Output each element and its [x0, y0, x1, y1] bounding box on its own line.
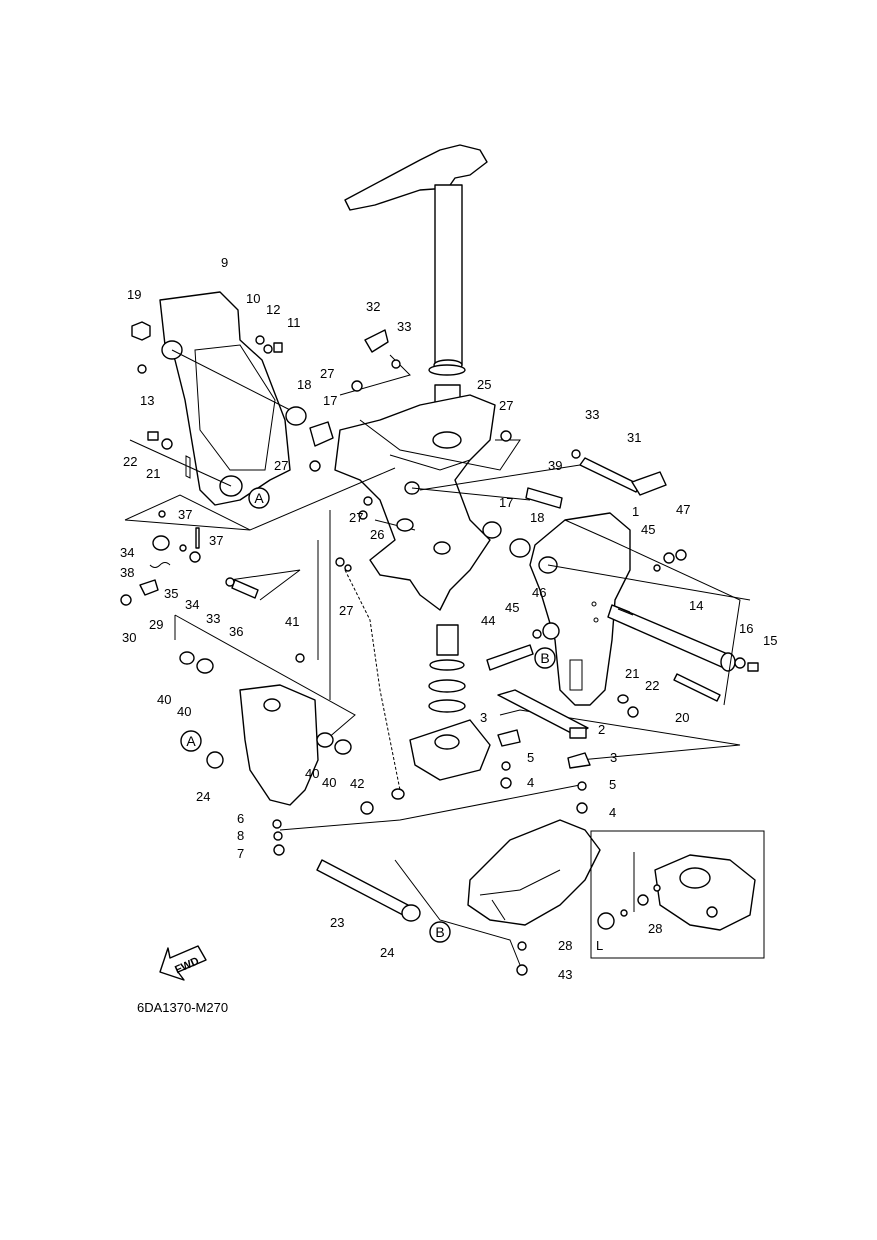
callout-4-2: 4	[609, 805, 616, 820]
callout-10: 10	[246, 291, 260, 306]
thrust-rod-part	[316, 859, 409, 916]
callout-1: 1	[632, 504, 639, 519]
callout-6: 6	[237, 811, 244, 826]
callout-46: 46	[532, 585, 546, 600]
tilt-stop-lever-part	[525, 457, 667, 509]
document-code: 6DA1370-M270	[137, 1000, 228, 1015]
callout-45: 45	[641, 522, 655, 537]
callout-40-4: 40	[322, 775, 336, 790]
callout-27-4: 27	[349, 510, 363, 525]
callout-33-2: 33	[585, 407, 599, 422]
lower-bushings-part	[409, 624, 491, 781]
trim-tilt-arm-part	[239, 684, 319, 806]
clamp-bracket-right-part	[529, 512, 631, 706]
callout-15: 15	[763, 633, 777, 648]
callout-20: 20	[675, 710, 689, 725]
callout-35: 35	[164, 586, 178, 601]
ref-marker-b-2: B	[429, 921, 451, 943]
callout-22-2: 22	[645, 678, 659, 693]
alignment-lines	[124, 349, 751, 966]
callout-18: 18	[297, 377, 311, 392]
detail-inset	[590, 830, 765, 959]
svg-text:A: A	[186, 733, 196, 749]
callout-47: 47	[676, 502, 690, 517]
callout-27: 27	[320, 366, 334, 381]
callout-41: 41	[285, 614, 299, 629]
callout-18-2: 18	[530, 510, 544, 525]
callout-13: 13	[140, 393, 154, 408]
callout-24-2: 24	[380, 945, 394, 960]
callout-21-2: 21	[625, 666, 639, 681]
callout-33-3: 33	[206, 611, 220, 626]
callout-43: 43	[558, 967, 572, 982]
callout-19: 19	[127, 287, 141, 302]
callout-17-2: 17	[499, 495, 513, 510]
clamp-bracket-left-part	[159, 291, 291, 506]
ref-marker-b-1: B	[534, 647, 556, 669]
callout-29: 29	[149, 617, 163, 632]
callout-11: 11	[287, 315, 301, 330]
callout-27-3: 27	[499, 398, 513, 413]
callout-24: 24	[196, 789, 210, 804]
callout-30: 30	[122, 630, 136, 645]
callout-33: 33	[397, 319, 411, 334]
callout-32: 32	[366, 299, 380, 314]
callout-14: 14	[689, 598, 703, 613]
ref-marker-a-2: A	[180, 730, 202, 752]
callout-2: 2	[598, 722, 605, 737]
callout-17: 17	[323, 393, 337, 408]
swivel-bracket-part	[334, 364, 496, 611]
tilt-pin-part	[607, 604, 736, 672]
ref-marker-a-1: A	[248, 487, 270, 509]
callout-4: 4	[527, 775, 534, 790]
fwd-arrow-icon	[159, 945, 207, 981]
callout-12: 12	[266, 302, 280, 317]
callout-40-2: 40	[177, 704, 191, 719]
hardware-parts	[120, 321, 759, 976]
callout-9: 9	[221, 255, 228, 270]
callout-28: 28	[558, 938, 572, 953]
lower-unit-part	[467, 819, 601, 926]
callout-22: 22	[123, 454, 137, 469]
reference-markers: A A B B	[180, 487, 556, 943]
callout-7: 7	[237, 846, 244, 861]
svg-text:B: B	[540, 650, 549, 666]
svg-text:B: B	[435, 924, 444, 940]
callout-44: 44	[481, 613, 495, 628]
callout-45-2: 45	[505, 600, 519, 615]
svg-text:A: A	[254, 490, 264, 506]
callout-16: 16	[739, 621, 753, 636]
callout-25: 25	[477, 377, 491, 392]
callout-36: 36	[229, 624, 243, 639]
callout-34: 34	[120, 545, 134, 560]
callout-40: 40	[157, 692, 171, 707]
callout-34-2: 34	[185, 597, 199, 612]
callout-26: 26	[370, 527, 384, 542]
inset-label: L	[596, 938, 603, 953]
callout-8: 8	[237, 828, 244, 843]
callout-42: 42	[350, 776, 364, 791]
callout-5: 5	[527, 750, 534, 765]
callout-numbers: 1233445567891011121314151617171818192021…	[120, 255, 777, 982]
callout-37: 37	[178, 507, 192, 522]
callout-28-2: 28	[648, 921, 662, 936]
callout-31: 31	[627, 430, 641, 445]
callout-27-5: 27	[339, 603, 353, 618]
callout-37-2: 37	[209, 533, 223, 548]
callout-39: 39	[548, 458, 562, 473]
callout-27-2: 27	[274, 458, 288, 473]
callout-3: 3	[480, 710, 487, 725]
steering-handle-part	[344, 144, 488, 371]
callout-23: 23	[330, 915, 344, 930]
callout-21: 21	[146, 466, 160, 481]
callout-3-2: 3	[610, 750, 617, 765]
callout-5-2: 5	[609, 777, 616, 792]
callout-38: 38	[120, 565, 134, 580]
callout-40-3: 40	[305, 766, 319, 781]
